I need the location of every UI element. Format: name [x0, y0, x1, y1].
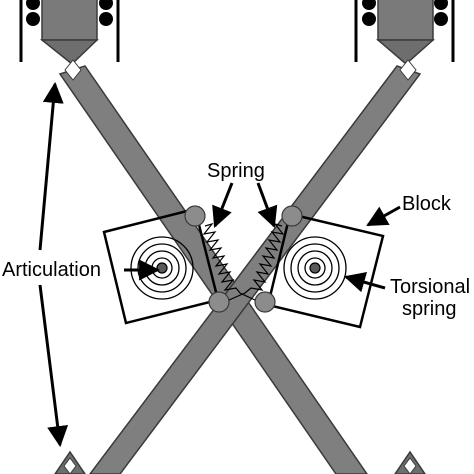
torsional-arrow [343, 272, 386, 293]
coil-spring-a [202, 222, 256, 301]
right-articulation-pin [309, 262, 321, 274]
right-block [254, 205, 385, 329]
articulation-double-arrow [38, 81, 64, 251]
articulation-double-arrow-lower [38, 284, 69, 448]
top-right-mount [354, 0, 455, 65]
left-arm [58, 65, 368, 474]
block-label: Block [402, 193, 451, 215]
left-torsional-spring [130, 236, 194, 300]
top-right-pivot [399, 59, 417, 81]
top-left-mount [19, 0, 120, 65]
bottom-left-mount [54, 450, 86, 474]
torsional-label-line2: spring [402, 298, 457, 320]
top-left-pivot [64, 59, 82, 81]
left-articulation-pin [156, 262, 168, 274]
right-torsional-spring [283, 236, 347, 300]
spring-label: Spring [207, 160, 265, 182]
block-arrow [366, 205, 401, 227]
spring-arrow-right [256, 182, 278, 228]
articulation-label: Articulation [0, 259, 103, 281]
bottom-right-mount [394, 450, 426, 474]
torsional-label-line1: Torsional [390, 276, 471, 298]
spring-arrow-left [212, 182, 234, 228]
left-block [102, 205, 230, 325]
coil-spring-b [228, 222, 285, 301]
torsional-spring-label: Torsional spring [388, 276, 472, 320]
